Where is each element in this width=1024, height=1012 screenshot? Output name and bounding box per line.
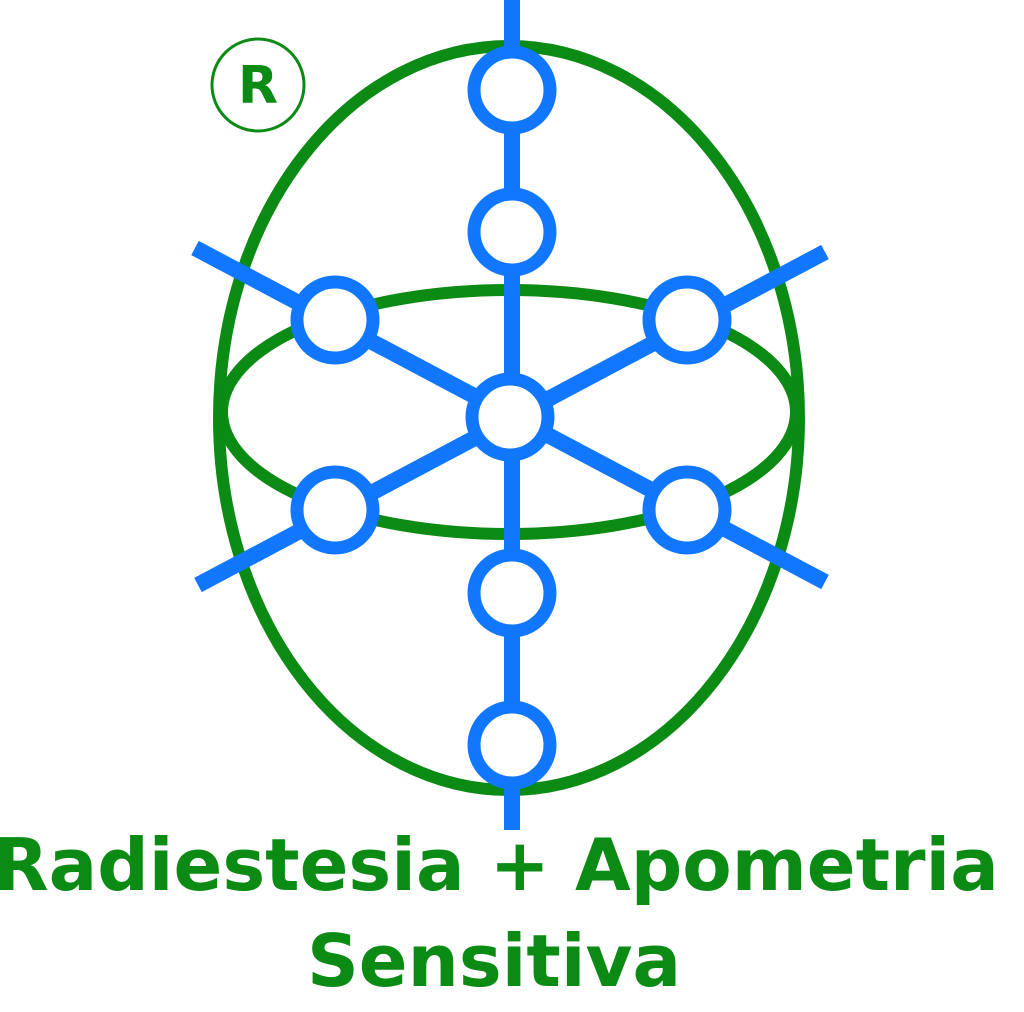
network-nodes [290,45,732,790]
title-line-2: Sensitiva [307,919,681,1003]
registered-mark: R [210,37,306,133]
title-line-1: Radiestesia + Apometria [0,823,999,907]
registered-letter: R [238,56,278,116]
